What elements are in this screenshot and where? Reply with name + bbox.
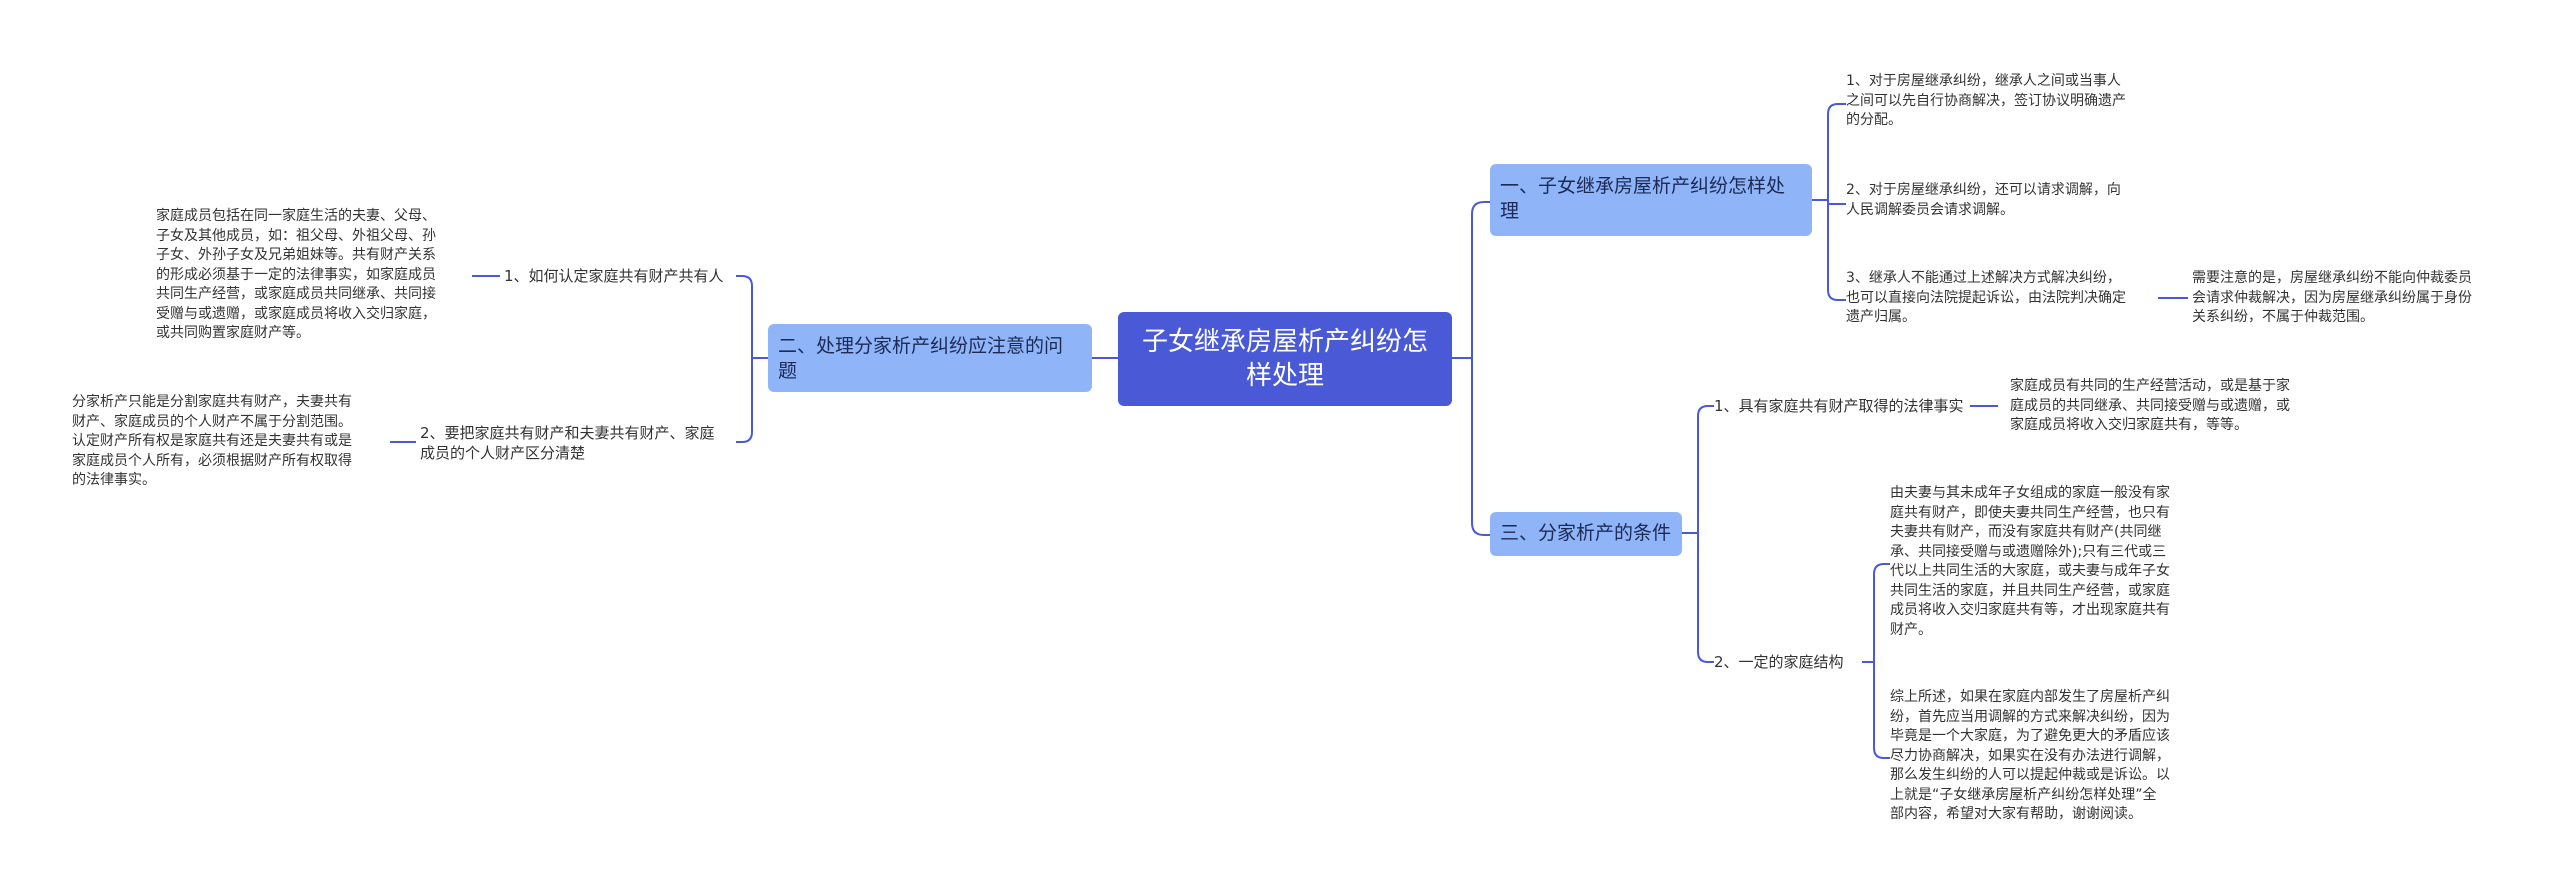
branch-2-item-2-label[interactable]: 2、要把家庭共有财产和夫妻共有财产、家庭 成员的个人财产区分清楚 — [420, 424, 715, 462]
branch-1-item-1[interactable]: 1、对于房屋继承纠纷，继承人之间或当事人 之间可以先自行协商解决，签订协议明确遗… — [1846, 73, 2126, 128]
root-topic[interactable]: 子女继承房屋析产纠纷怎样处理 — [1118, 312, 1452, 406]
branch-1-title: 一、子女继承房屋析产纠纷怎样处理 — [1500, 175, 1786, 222]
branch-2-item-1-label[interactable]: 1、如何认定家庭共有财产共有人 — [504, 267, 724, 285]
branch-2-item-2-note[interactable]: 分家析产只能是分割家庭共有财产，夫妻共有 财产、家庭成员的个人财产不属于分割范围… — [72, 394, 352, 488]
branch-1-item-2[interactable]: 2、对于房屋继承纠纷，还可以请求调解，向 人民调解委员会请求调解。 — [1846, 182, 2121, 218]
branch-3-title: 三、分家析产的条件 — [1500, 522, 1672, 544]
branch-3-topic[interactable]: 三、分家析产的条件 — [1490, 512, 1682, 556]
branch-3-item-2-note-1[interactable]: 由夫妻与其未成年子女组成的家庭一般没有家 庭共有财产，即使夫妻共同生产经营，也只… — [1890, 485, 2170, 638]
root-title: 子女继承房屋析产纠纷怎样处理 — [1141, 327, 1428, 391]
branch-2-item-1-note[interactable]: 家庭成员包括在同一家庭生活的夫妻、父母、 子女及其他成员，如：祖父母、外祖父母、… — [156, 208, 436, 341]
branch-3-item-1-note[interactable]: 家庭成员有共同的生产经营活动，或是基于家 庭成员的共同继承、共同接受赠与或遗赠，… — [2010, 378, 2290, 433]
branch-2-title: 二、处理分家析产纠纷应注意的问 题 — [778, 335, 1064, 382]
branch-3-item-2-label[interactable]: 2、一定的家庭结构 — [1714, 653, 1844, 671]
branch-3-item-1-label[interactable]: 1、具有家庭共有财产取得的法律事实 — [1714, 397, 1964, 415]
branch-1-topic[interactable]: 一、子女继承房屋析产纠纷怎样处理 — [1490, 164, 1812, 236]
branch-3-item-2-note-2[interactable]: 综上所述，如果在家庭内部发生了房屋析产纠 纷，首先应当用调解的方式来解决纠纷，因… — [1890, 689, 2170, 822]
branch-1-item-3-note[interactable]: 需要注意的是，房屋继承纠纷不能向仲裁委员 会请求仲裁解决，因为房屋继承纠纷属于身… — [2192, 270, 2472, 325]
branch-1-item-3[interactable]: 3、继承人不能通过上述解决方式解决纠纷， 也可以直接向法院提起诉讼，由法院判决确… — [1846, 270, 2126, 325]
branch-2-topic[interactable]: 二、处理分家析产纠纷应注意的问 题 — [768, 324, 1092, 392]
